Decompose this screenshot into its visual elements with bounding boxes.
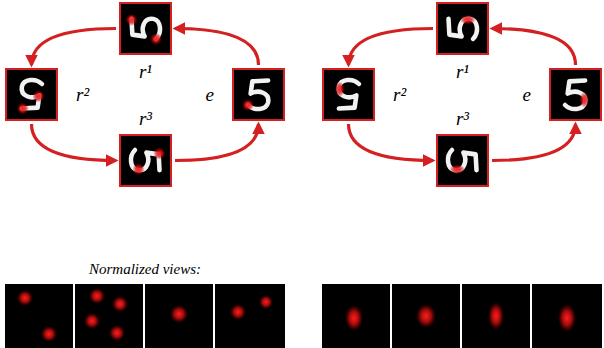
cycle-arrow (492, 29, 576, 66)
digit-image (551, 70, 600, 119)
digit-square (119, 134, 172, 187)
digit-square (436, 134, 489, 187)
cycle-arrow (175, 29, 259, 66)
cycle-arrow (175, 124, 259, 161)
view-node: r³ (436, 134, 489, 187)
view-node: r¹ (119, 2, 172, 55)
digit-square (5, 68, 58, 121)
view-node: r³ (119, 134, 172, 187)
right-view-strip (322, 284, 602, 348)
digit-image (438, 4, 487, 53)
digit-square (436, 2, 489, 55)
left-view-strip (5, 284, 285, 348)
view-label: e (206, 85, 214, 104)
view-label: e (523, 85, 531, 104)
digit-square (549, 68, 602, 121)
view-label: r² (393, 85, 406, 104)
view-label: r¹ (139, 62, 152, 81)
view-label: r² (76, 85, 89, 104)
strip-caption: Normalized views: (89, 262, 201, 277)
cycle-arrow (492, 124, 576, 161)
view-node: r² (322, 68, 375, 121)
cycle-arrow (32, 29, 117, 66)
digit-square (232, 68, 285, 121)
view-label: r³ (456, 109, 469, 128)
digit-image (121, 136, 170, 185)
view-node: e (549, 68, 602, 121)
cycle-arrow (32, 124, 117, 161)
cycle-arrow (349, 29, 434, 66)
digit-image (324, 70, 373, 119)
view-label: r³ (139, 109, 152, 128)
view-label: r¹ (456, 62, 469, 81)
digit-image (234, 70, 283, 119)
digit-image (121, 4, 170, 53)
cycle-arrow (349, 124, 434, 161)
digit-square (322, 68, 375, 121)
view-node: r¹ (436, 2, 489, 55)
view-node: e (232, 68, 285, 121)
digit-image (7, 70, 56, 119)
digit-square (119, 2, 172, 55)
digit-image (438, 136, 487, 185)
view-node: r² (5, 68, 58, 121)
